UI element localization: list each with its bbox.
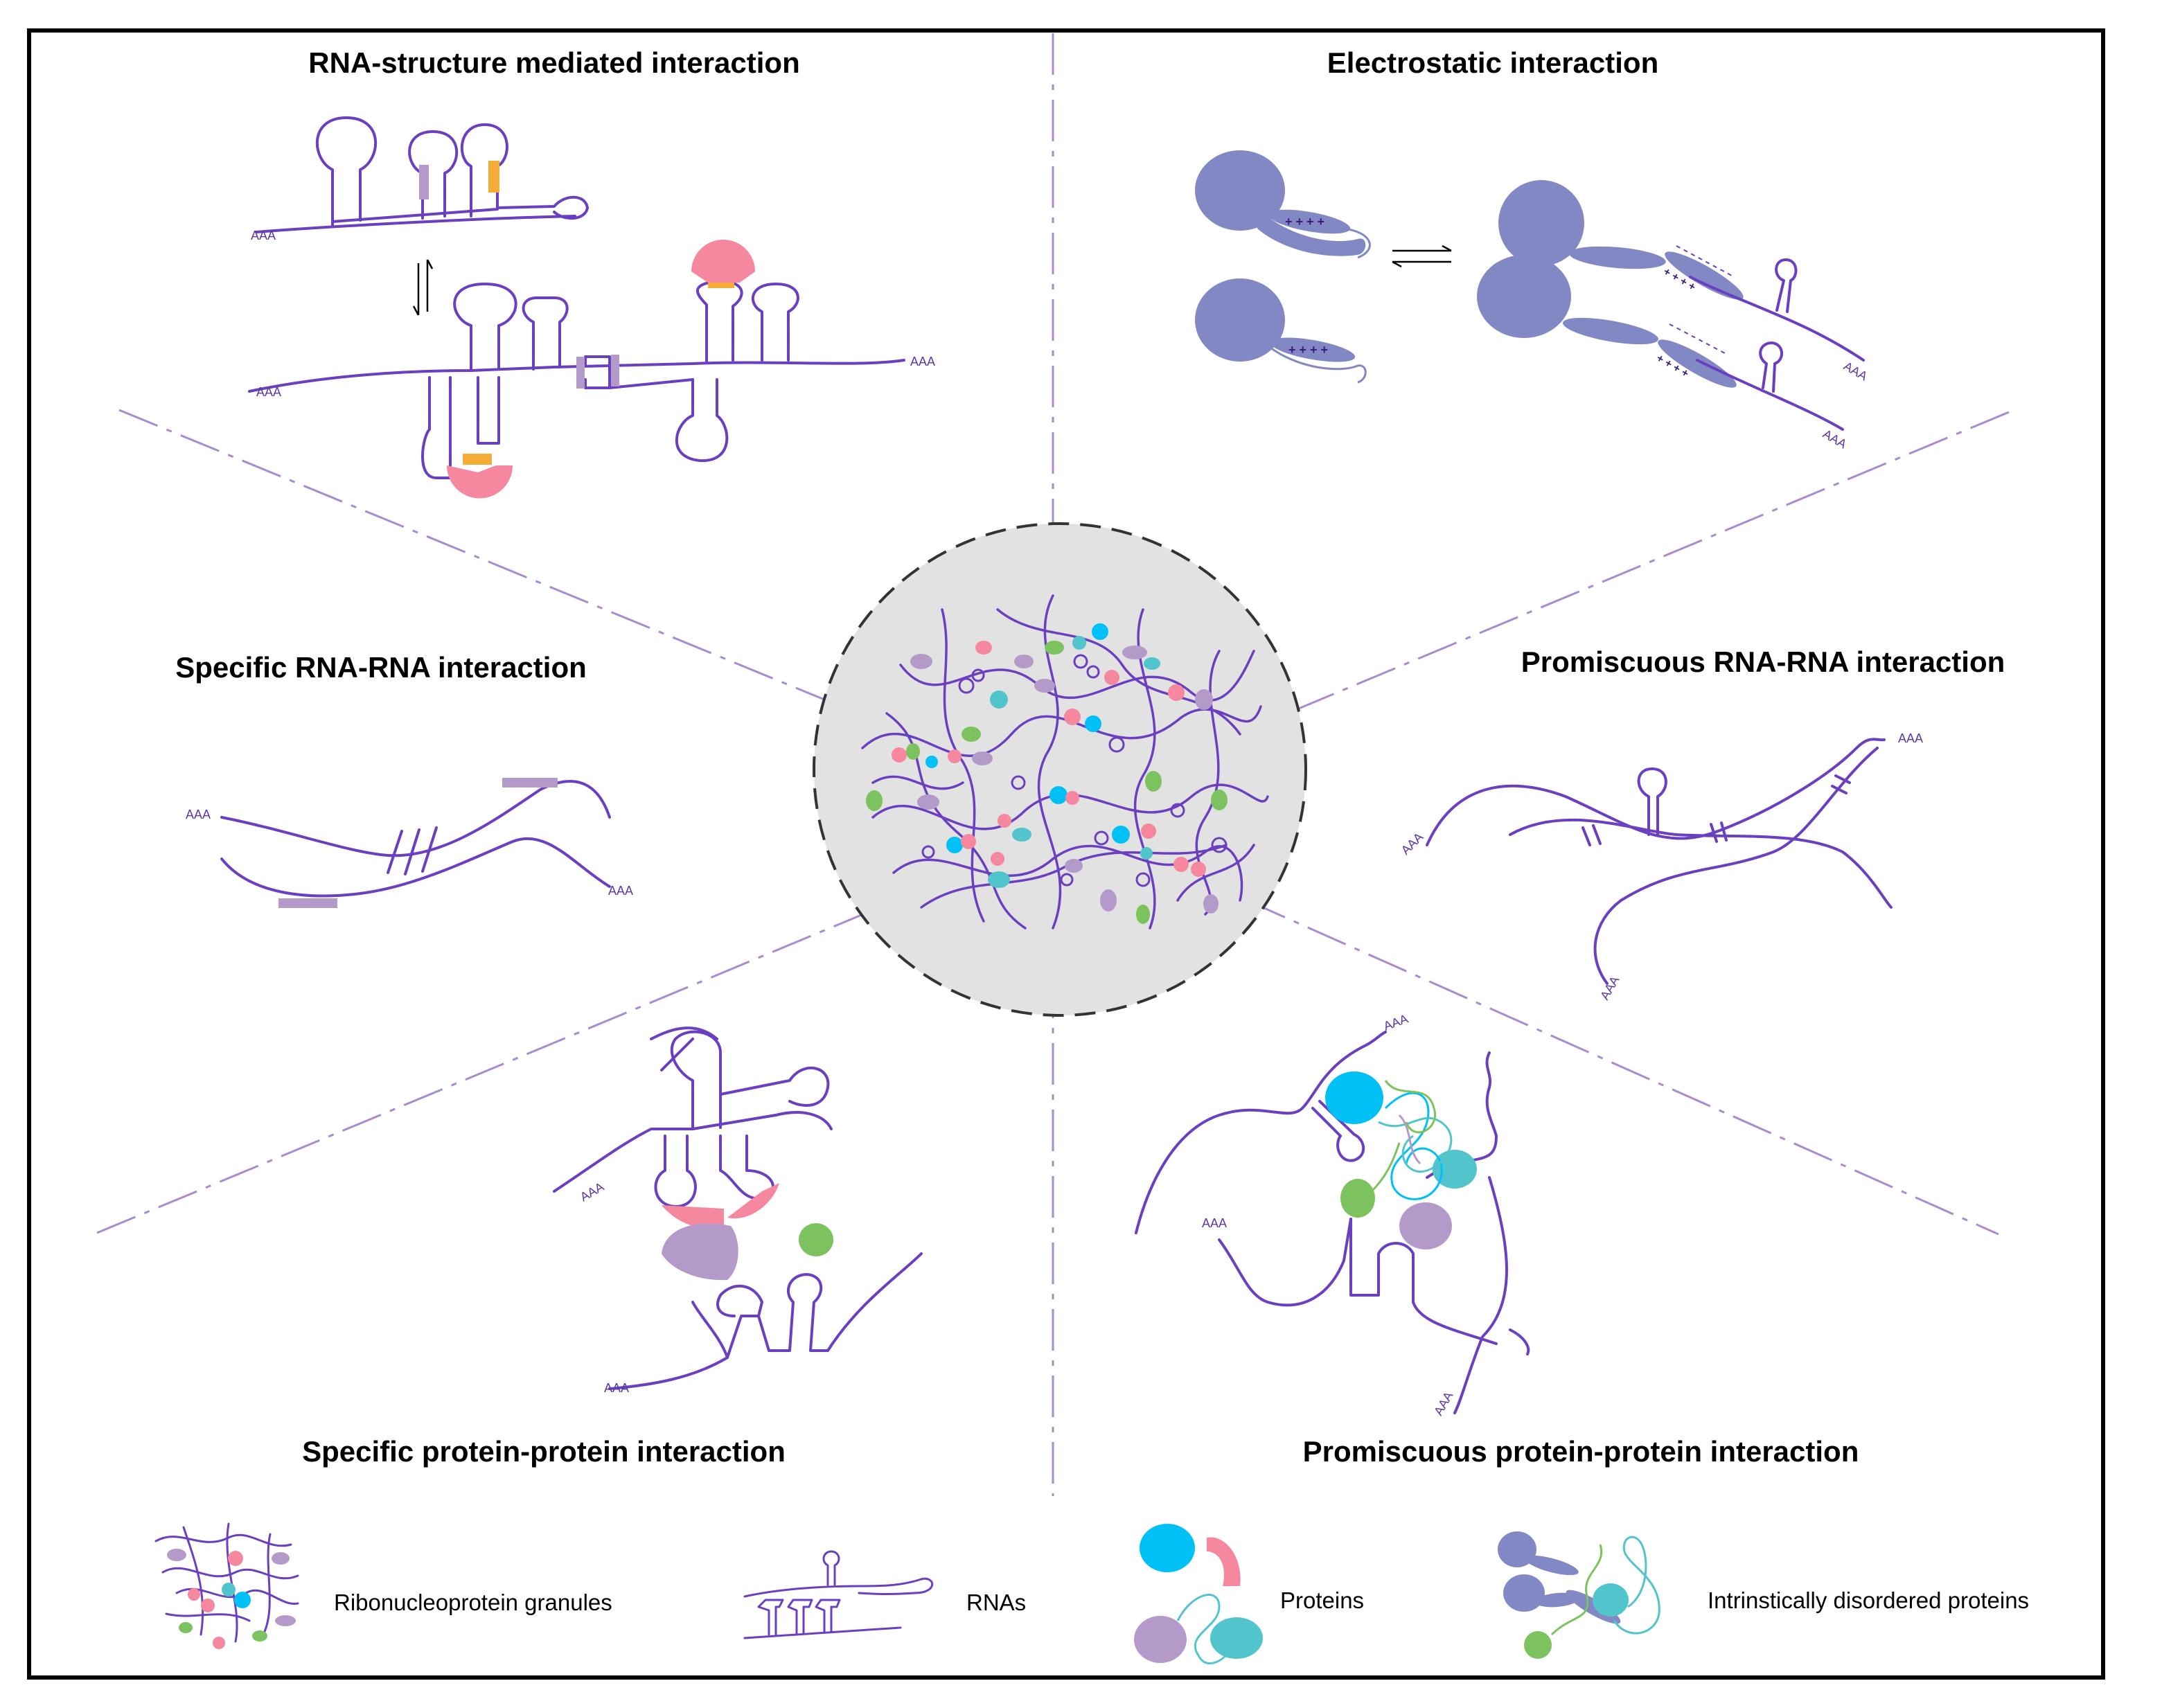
- granule-rna-loops: [921, 654, 1228, 887]
- sector-dividers: [96, 33, 2010, 1496]
- svg-text:AAA: AAA: [186, 808, 211, 821]
- pairing-site: [419, 165, 429, 199]
- legend-label-rnas: RNAs: [966, 1590, 1027, 1615]
- specific-rna-rna-panel-art: AAA AAA: [186, 778, 633, 908]
- idp-globule: [1195, 150, 1285, 231]
- green-protein: [1340, 1179, 1375, 1218]
- label-rna-structure-mediated: RNA-structure mediated interaction: [308, 46, 800, 79]
- green-protein: [799, 1223, 833, 1256]
- svg-text:AAA: AAA: [256, 385, 281, 399]
- disordered-region-tangle: [1370, 1080, 1453, 1200]
- lilac-protein: [1399, 1202, 1452, 1249]
- legend-granule-icon: [154, 1522, 299, 1649]
- specific-protein-protein-panel-art: AAA AAA: [553, 1026, 923, 1395]
- binding-protein: [447, 465, 513, 499]
- svg-text:+ + + +: + + + +: [1285, 215, 1324, 229]
- ribonucleoprotein-granule: [813, 522, 1307, 1017]
- label-electrostatic: Electrostatic interaction: [1327, 46, 1659, 79]
- label-specific-rna-rna: Specific RNA-RNA interaction: [175, 651, 587, 684]
- binding-protein: [691, 240, 755, 283]
- legend-idp-icon: [1498, 1531, 1660, 1659]
- divider-upper-right: [1295, 411, 2010, 711]
- promiscuous-protein-protein-panel-art: AAA AAA AAA: [1135, 1012, 1530, 1418]
- legend-rna-icon: [743, 1550, 934, 1639]
- divider-lower-right: [1246, 899, 1999, 1236]
- binding-site: [488, 161, 499, 193]
- svg-text:AAA: AAA: [910, 355, 935, 368]
- legend-label-idps: Intrinstically disordered proteins: [1708, 1587, 2030, 1613]
- lilac-protein: [662, 1223, 738, 1281]
- pink-protein: [727, 1183, 779, 1219]
- svg-text:AAA: AAA: [608, 884, 633, 898]
- pink-protein: [662, 1205, 724, 1229]
- divider-upper-left: [118, 409, 825, 701]
- divider-lower-left: [96, 906, 880, 1234]
- svg-text:+ + + +: + + + +: [1288, 343, 1328, 357]
- equilibrium-arrows: [412, 259, 434, 316]
- label-promiscuous-protein-protein: Promiscuous protein-protein interaction: [1302, 1435, 1859, 1468]
- granule-circle: [813, 522, 1307, 1017]
- svg-text:AAA: AAA: [1202, 1216, 1227, 1230]
- label-promiscuous-rna-rna: Promiscuous RNA-RNA interaction: [1521, 646, 2005, 678]
- svg-text:AAA: AAA: [1898, 731, 1923, 745]
- exchange-arrows: [1392, 244, 1452, 268]
- label-specific-protein-protein: Specific protein-protein interaction: [302, 1435, 786, 1468]
- electrostatic-panel-art: + + + + + + + + + + + + + + + + AAA AAA: [1195, 150, 1870, 451]
- legend-label-granules: Ribonucleoprotein granules: [334, 1590, 612, 1615]
- rna-tail: AAA: [251, 229, 276, 242]
- legend-proteins-icon: [1134, 1524, 1263, 1664]
- legend-label-proteins: Proteins: [1280, 1587, 1365, 1613]
- blue-protein: [1325, 1071, 1383, 1124]
- rna-structure-panel-art: AAA AAA AAA: [248, 116, 935, 499]
- granule-proteins: [866, 623, 1228, 924]
- svg-text:AAA: AAA: [604, 1381, 629, 1395]
